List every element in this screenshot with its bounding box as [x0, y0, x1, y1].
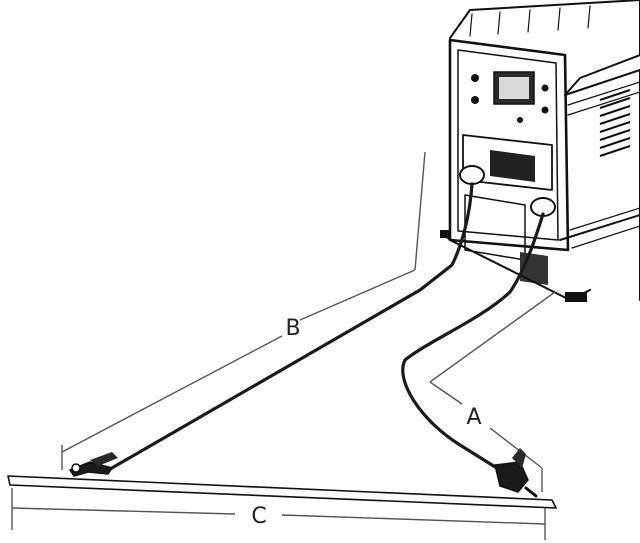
label-b: B: [285, 316, 300, 341]
cabinet-louvers: [599, 89, 631, 157]
control-knob-icon: [471, 74, 479, 82]
workpiece-plate: [7, 475, 557, 509]
dimension-lines: [11, 151, 556, 540]
cables: [103, 182, 545, 474]
ground-clamp-icon: [68, 452, 118, 477]
output-terminal-left: [459, 165, 485, 185]
welding-machine: [440, 0, 640, 302]
work-cable: [103, 182, 474, 474]
label-a: A: [466, 405, 481, 430]
label-c: C: [251, 504, 266, 529]
electrode-cable: [401, 212, 545, 472]
electrode-holder-icon: [494, 448, 538, 498]
